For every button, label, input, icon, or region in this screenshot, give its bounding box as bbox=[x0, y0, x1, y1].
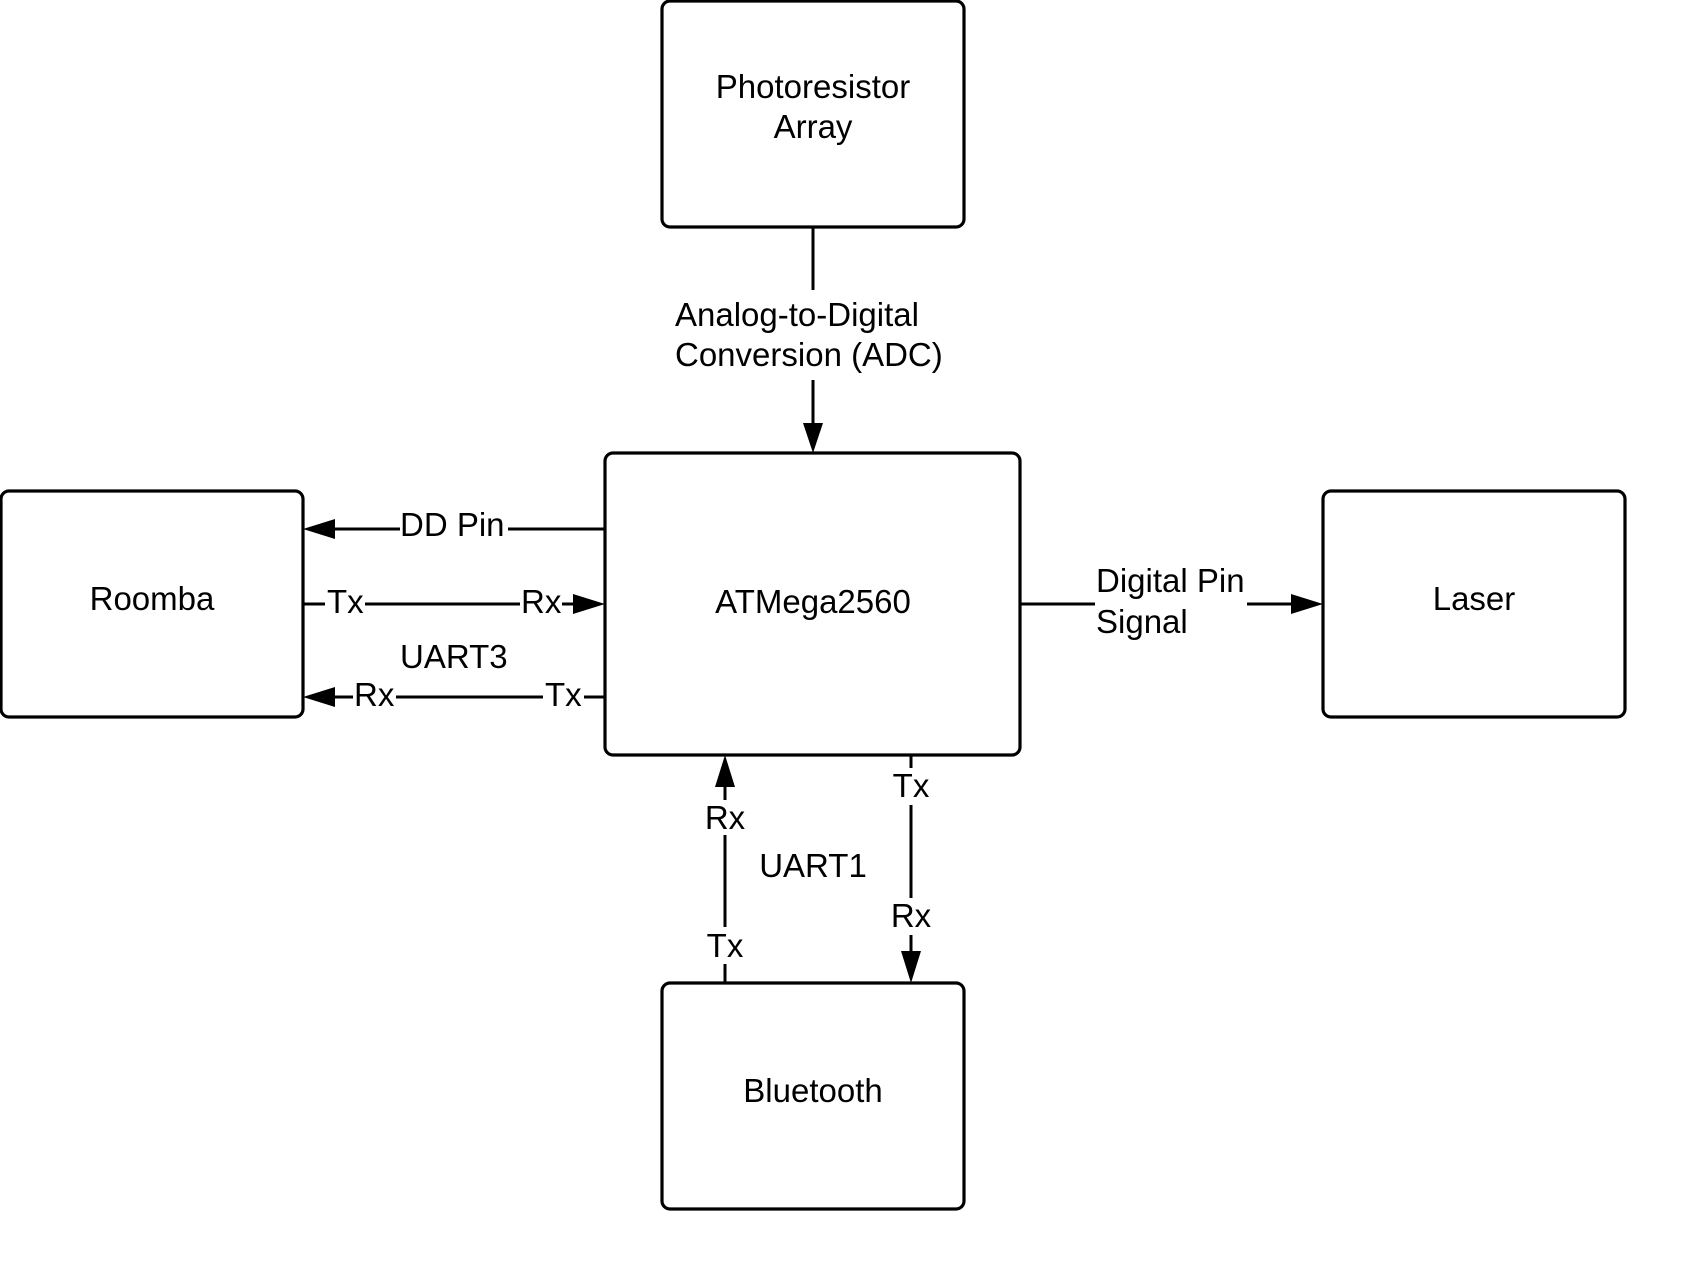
roomba-label: Roomba bbox=[90, 580, 215, 617]
photoresistor-label-line1: Photoresistor bbox=[716, 68, 910, 105]
uart1-mcu-rx-arrowhead bbox=[715, 755, 735, 787]
uart3-mcu-rx-label: Rx bbox=[521, 583, 562, 620]
laser-block: Laser bbox=[1321, 489, 1627, 719]
atmega2560-block: ATMega2560 bbox=[603, 451, 1022, 757]
digital-pin-label-line1: Digital Pin bbox=[1096, 562, 1245, 599]
uart1-connection: Rx Tx UART1 Tx Rx bbox=[705, 755, 932, 983]
adc-arrowhead bbox=[803, 423, 823, 453]
adc-connection: Analog-to-Digital Conversion (ADC) bbox=[675, 227, 943, 453]
photoresistor-array-block: Photoresistor Array bbox=[660, 0, 966, 229]
bluetooth-block: Bluetooth bbox=[660, 981, 966, 1211]
photoresistor-label-line2: Array bbox=[774, 108, 853, 145]
digital-pin-arrowhead bbox=[1291, 594, 1323, 614]
dd-pin-arrowhead bbox=[303, 519, 335, 539]
uart1-label: UART1 bbox=[759, 847, 867, 884]
uart3-tx-arrowhead bbox=[303, 687, 335, 707]
uart3-label: UART3 bbox=[400, 638, 508, 675]
adc-label-line2: Conversion (ADC) bbox=[675, 336, 943, 373]
dd-pin-connection: DD Pin bbox=[303, 506, 605, 543]
uart1-bt-tx-label: Tx bbox=[707, 927, 744, 964]
uart1-bt-rx-label: Rx bbox=[891, 897, 932, 934]
uart3-roomba-rx-label: Rx bbox=[354, 676, 395, 713]
bluetooth-label: Bluetooth bbox=[743, 1072, 882, 1109]
laser-label: Laser bbox=[1433, 580, 1516, 617]
digital-pin-connection: Digital Pin Signal bbox=[1020, 562, 1323, 640]
uart1-mcu-rx-label: Rx bbox=[705, 799, 746, 836]
uart3-connection: Tx Rx UART3 Rx Tx bbox=[303, 583, 605, 713]
uart1-bt-rx-arrowhead bbox=[901, 951, 921, 983]
atmega2560-label: ATMega2560 bbox=[715, 583, 911, 620]
dd-pin-label: DD Pin bbox=[400, 506, 505, 543]
adc-label-line1: Analog-to-Digital bbox=[675, 296, 919, 333]
roomba-block: Roomba bbox=[0, 489, 305, 719]
uart3-rx-arrowhead bbox=[573, 594, 605, 614]
uart3-roomba-tx-label: Tx bbox=[327, 583, 364, 620]
uart3-mcu-tx-label: Tx bbox=[545, 676, 582, 713]
digital-pin-label-line2: Signal bbox=[1096, 603, 1188, 640]
uart1-mcu-tx-label: Tx bbox=[893, 767, 930, 804]
